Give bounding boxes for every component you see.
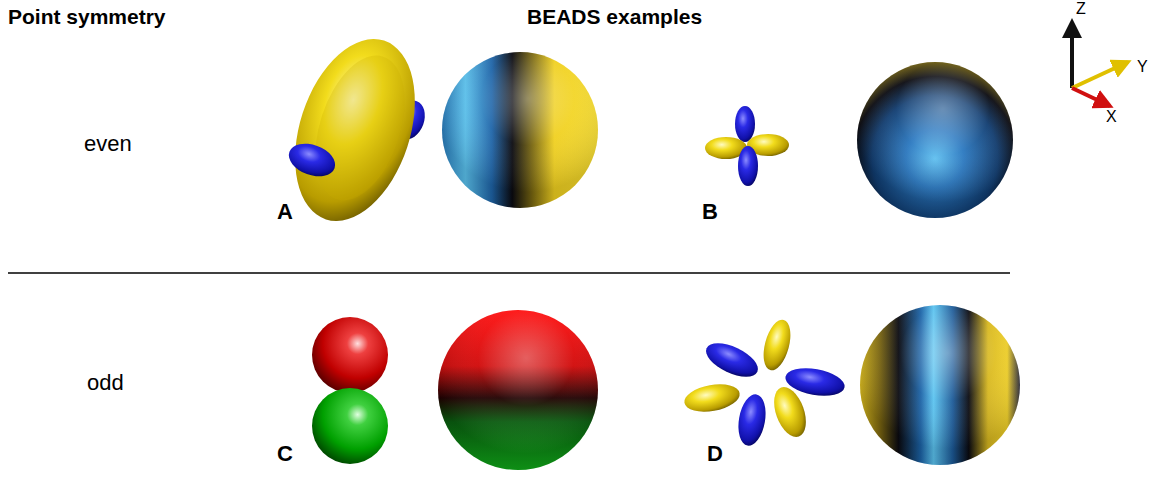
panel-letter: B [702, 199, 718, 224]
row-label: even [84, 131, 132, 156]
row-label: odd [87, 370, 124, 395]
sphere-b [857, 62, 1013, 218]
orbital-d [682, 317, 847, 448]
column-heading: BEADS examples [527, 5, 702, 29]
sphere-c [438, 310, 598, 470]
orbital-b [705, 106, 789, 186]
sphere-a [442, 52, 598, 208]
axis-label: X [1106, 108, 1117, 126]
axis-label: Y [1137, 58, 1148, 76]
panel-letter: A [277, 199, 293, 224]
orbital-a [274, 24, 437, 237]
axis-label: Z [1076, 0, 1086, 18]
axes-symbol [1072, 22, 1128, 106]
panel-letter: C [277, 441, 293, 466]
panel-letter: D [707, 441, 723, 466]
divider-line [8, 272, 1010, 274]
sphere-d [860, 305, 1020, 465]
orbital-c [312, 317, 388, 464]
column-heading: Point symmetry [8, 5, 166, 29]
